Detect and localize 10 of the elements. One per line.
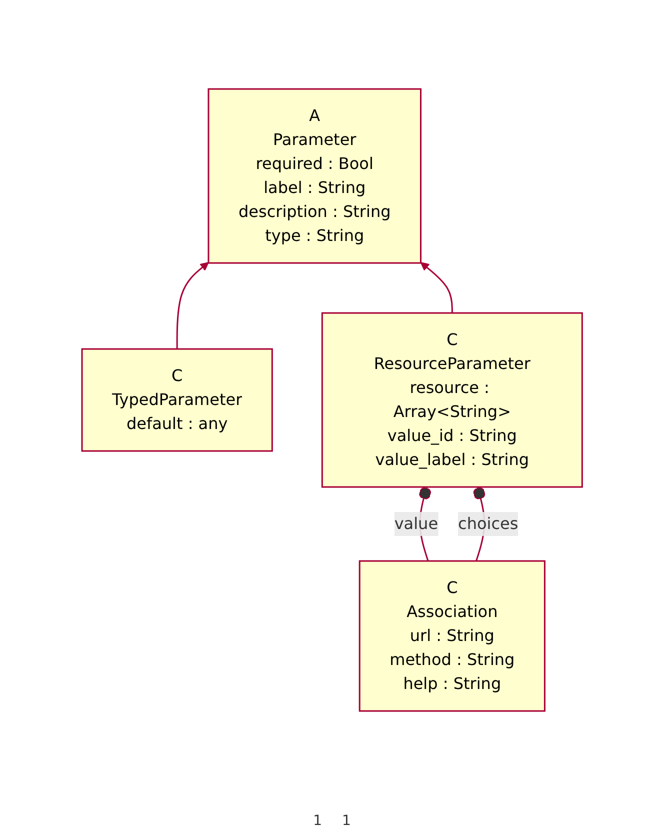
multiplicity-label: 1: [313, 813, 322, 829]
arrow: [176, 262, 209, 349]
edge-label: value: [394, 514, 438, 533]
node-box: C TypedParameter default : any: [81, 348, 273, 452]
edge-label: choices: [458, 514, 518, 533]
arrow: [420, 262, 453, 313]
node-box: A Parameter required : Bool label : String description : String type : String: [208, 88, 422, 264]
node-box: C Association url : String method : String help : String: [358, 560, 546, 712]
multiplicity-label: 1: [342, 813, 351, 829]
node-box: C ResourceParameter resource : Array<String> value_id : String value_label : String: [321, 312, 583, 488]
